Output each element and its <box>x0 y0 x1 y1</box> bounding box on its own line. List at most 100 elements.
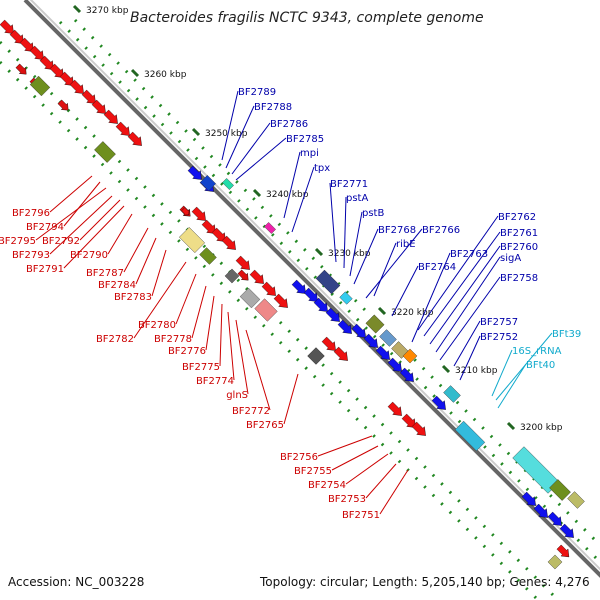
blue-gene-label: BF2758 <box>500 273 538 284</box>
blue-gene-label: BF2762 <box>498 212 536 223</box>
blue-gene-label: tpx <box>314 163 330 174</box>
red-gene-label: BF2792 <box>42 236 80 247</box>
gene-arrow-blue <box>547 511 562 526</box>
blue-gene-leader <box>353 228 379 285</box>
scale-tick-label: 3220 kbp <box>391 308 434 318</box>
genome-backbone <box>23 0 600 578</box>
blue-gene-label: pstB <box>362 208 384 219</box>
gene-arrow-blue <box>375 345 390 360</box>
red-gene-leader <box>227 311 235 381</box>
red-gene-leader <box>345 453 389 485</box>
scale-tick-mark <box>191 127 201 137</box>
gene-arrow-red <box>115 121 130 136</box>
blue-gene-label: BF2768 <box>378 225 416 236</box>
gene-arrow-red <box>321 336 336 351</box>
gene-arrow-red <box>411 421 426 436</box>
red-gene-leader <box>151 249 167 297</box>
blue-gene-leader <box>349 211 363 277</box>
red-gene-label: BF2765 <box>246 420 284 431</box>
gene-box-gray <box>239 287 261 309</box>
blue-gene-leader <box>411 252 451 343</box>
scale-tick-mark <box>441 364 451 374</box>
blue-gene-leader <box>343 196 347 269</box>
gene-arrow-red <box>69 79 84 94</box>
scale-tick-mark <box>130 68 140 78</box>
gene-arrow-red <box>91 99 106 114</box>
scale-tick-label: 3250 kbp <box>205 129 248 139</box>
gene-arrow-blue <box>303 287 318 302</box>
blue-gene-leader <box>221 90 239 161</box>
gene-box-cyan <box>339 291 353 305</box>
blue-gene-leader <box>423 231 501 337</box>
scale-tick-label: 3240 kbp <box>266 190 309 200</box>
accession-text: Accession: NC_003228 <box>8 575 145 589</box>
gene-arrow-blue <box>291 279 306 294</box>
gene-box-olive <box>567 491 585 509</box>
red-gene-leader <box>205 295 215 351</box>
gene-arrow-red <box>261 281 276 296</box>
blue-gene-leader <box>439 276 501 361</box>
gene-box-olive <box>547 554 563 570</box>
blue-gene-label: BF2764 <box>418 262 456 273</box>
red-gene-label: BF2795 <box>0 236 36 247</box>
blue-gene-leader <box>231 122 271 175</box>
red-gene-label: BF2796 <box>12 208 50 219</box>
gene-arrow-blue <box>337 319 352 334</box>
gene-box-teal <box>222 178 234 190</box>
gene-arrow-red <box>191 206 206 221</box>
gene-arrow-red <box>81 89 96 104</box>
red-gene-leader <box>63 205 125 269</box>
scale-tick-label: 3270 kbp <box>86 6 129 16</box>
blue-gene-label: mpi <box>300 148 319 159</box>
blue-gene-label: BF2788 <box>254 102 292 113</box>
red-gene-leader <box>49 175 93 213</box>
red-gene-leader <box>317 435 373 457</box>
red-gene-leader <box>365 463 397 499</box>
blue-gene-label: pstA <box>346 193 368 204</box>
gene-arrow-red <box>0 19 14 34</box>
scale-tick-mark <box>252 188 262 198</box>
red-gene-leader <box>35 187 107 241</box>
blue-gene-leader <box>283 151 301 219</box>
blue-gene-label: BF2761 <box>500 228 538 239</box>
blue-gene-label: BF2786 <box>270 119 308 130</box>
blue-gene-label: BF2752 <box>480 332 518 343</box>
red-gene-leader <box>283 373 299 425</box>
gene-arrow-blue <box>387 357 402 372</box>
gene-box-pink <box>254 298 278 322</box>
red-gene-label: BF2753 <box>328 494 366 505</box>
gene-arrow-blue <box>431 395 446 410</box>
gene-arrow-blue <box>325 307 340 322</box>
gene-box-orange <box>402 348 418 364</box>
red-gene-leader <box>379 469 409 515</box>
red-gene-label: BF2776 <box>168 346 206 357</box>
blue-gene-leader <box>391 265 419 317</box>
scale-tick-mark <box>506 421 516 431</box>
gene-arrow-red <box>333 346 348 361</box>
red-gene-leader <box>245 329 271 411</box>
gene-arrow-red <box>249 269 264 284</box>
gene-arrow-red <box>39 55 54 70</box>
gene-arrow-blue <box>559 523 574 538</box>
blue-gene-leader <box>417 215 499 331</box>
gene-arrow-red <box>127 131 142 146</box>
blue-gene-leader <box>429 245 501 345</box>
gene-box-cyan <box>443 385 461 403</box>
blue-gene-leader <box>235 137 287 181</box>
red-gene-leader <box>191 285 207 339</box>
gene-arrow-red <box>49 63 64 78</box>
gene-arrow-red <box>387 401 402 416</box>
rna-gene-label: 16S_rRNA <box>512 346 562 357</box>
gene-arrow-blue <box>533 503 548 518</box>
blue-gene-leader <box>291 166 315 233</box>
blue-gene-label: BF2771 <box>330 179 368 190</box>
red-gene-label: BF2751 <box>342 510 380 521</box>
blue-gene-leader <box>329 182 337 263</box>
red-gene-leader <box>107 213 133 255</box>
red-gene-label: BF2780 <box>138 320 176 331</box>
blue-gene-leader <box>453 320 481 367</box>
gene-arrow-red <box>19 37 34 52</box>
red-gene-label: BF2778 <box>154 334 192 345</box>
scale-dots-inner <box>58 20 600 565</box>
